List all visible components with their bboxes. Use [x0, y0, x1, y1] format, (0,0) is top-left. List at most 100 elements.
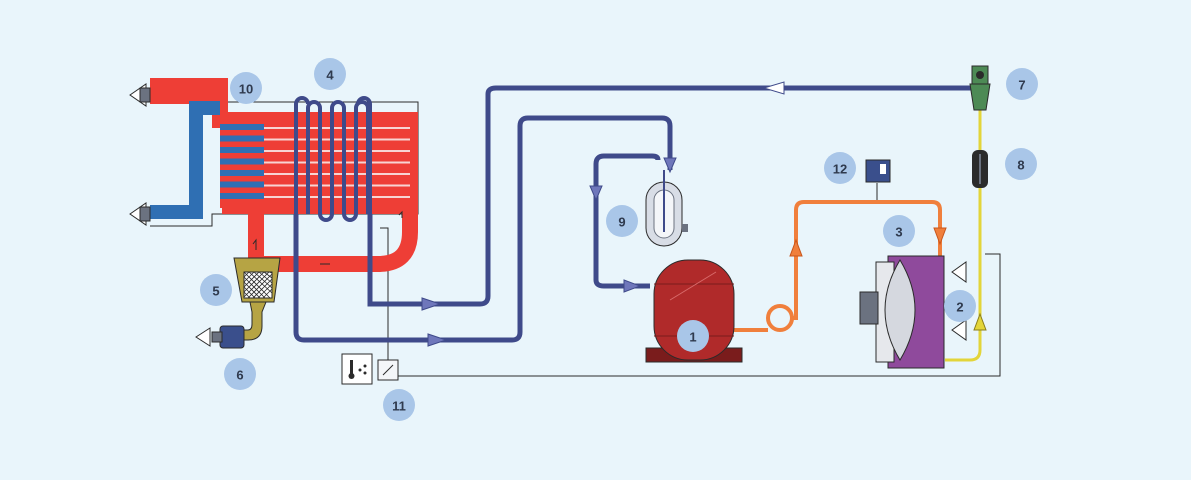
- badge-circle: [883, 215, 915, 247]
- air-marker-riser: [252, 238, 257, 250]
- hot-air-channel-divider: [264, 161, 410, 164]
- hot-air-channel-divider: [264, 127, 410, 129]
- compressor-shell: [653, 259, 735, 361]
- badge-circle: [1006, 68, 1038, 100]
- drain-valve-outlet: [211, 331, 223, 343]
- badge-label: 10: [239, 82, 253, 97]
- evaporator-coil: [294, 96, 372, 222]
- cold-air-fin: [220, 181, 264, 188]
- cold-air-fin: [220, 124, 264, 130]
- flow-arrow-compressor-in: [623, 279, 642, 293]
- flow-arrow-discharge: [789, 238, 803, 257]
- cold-air-path: [150, 101, 410, 219]
- badge-drain-valve: 6: [224, 358, 256, 390]
- compressor-highlight: [669, 271, 717, 301]
- cold-air-fins: [220, 124, 410, 199]
- control-wiring: [380, 183, 1001, 377]
- cold-air-fin: [220, 193, 264, 199]
- badge-condenser: 3: [883, 215, 915, 247]
- badge-air-to-air-exchanger: 10: [230, 72, 262, 104]
- pressure-switch-body: [865, 159, 891, 183]
- badge-circle: [944, 290, 976, 322]
- evaporator-coil-ends: [294, 96, 372, 214]
- filter-drier: [972, 150, 988, 188]
- expansion-valve-body: [969, 83, 991, 111]
- hatch-line: [243, 271, 255, 283]
- flow-arrow-separator-in: [663, 157, 677, 174]
- badge-label: 1: [689, 330, 696, 345]
- badge-label: 9: [618, 215, 625, 230]
- hot-air-channel-divider: [264, 184, 410, 187]
- compressor: [645, 259, 743, 363]
- badge-circle: [677, 320, 709, 352]
- air-inlet-flange: [139, 87, 151, 103]
- hatch-line: [252, 278, 273, 299]
- air-connections: [129, 83, 151, 226]
- hatch-line: [243, 271, 271, 299]
- badge-circle: [1005, 148, 1037, 180]
- hot-air-channel-divider: [264, 196, 410, 198]
- cold-air-channel: [150, 101, 220, 219]
- expansion-valve-port: [976, 71, 984, 79]
- hatch-line: [248, 271, 273, 294]
- badge-dewpoint-controller: 11: [383, 389, 415, 421]
- hatch-line: [253, 271, 273, 289]
- droplet-1: [358, 368, 362, 372]
- hatch-line: [243, 271, 265, 293]
- suction-line: [293, 85, 975, 343]
- evaporator-coil-tube: [306, 100, 370, 222]
- pressure-switch: [865, 159, 891, 183]
- flow-arrow-suction-low: [427, 333, 448, 347]
- badge-separator: 5: [200, 274, 232, 306]
- hatch-line: [263, 271, 273, 279]
- pressure-switch-window: [880, 164, 886, 174]
- dewpoint-controller: [341, 353, 399, 385]
- badge-label: 2: [956, 300, 963, 315]
- badge-label: 12: [833, 162, 847, 177]
- badge-condenser-fan: 2: [944, 290, 976, 322]
- badge-circle: [606, 205, 638, 237]
- badge-circle: [224, 358, 256, 390]
- badge-label: 11: [392, 399, 406, 414]
- cold-air-fin: [220, 170, 264, 176]
- badge-circle: [230, 72, 262, 104]
- cold-air-fin: [220, 158, 264, 165]
- hot-air-riser: [248, 206, 264, 266]
- droplet-2: [363, 364, 367, 368]
- separator-filter-hatch: [243, 271, 273, 299]
- hatch-line: [243, 271, 270, 298]
- expansion-valve: [969, 65, 991, 111]
- condenser-unit: [859, 255, 967, 369]
- separator-vessel-port: [682, 224, 688, 232]
- badge-label: 8: [1017, 158, 1024, 173]
- thermometer-stem: [350, 360, 353, 374]
- air-outlet-flange: [139, 206, 151, 222]
- hot-air-channel-divider: [264, 173, 410, 175]
- hatch-line: [268, 271, 273, 274]
- liquid-line: [945, 96, 982, 362]
- hatch-line: [243, 286, 256, 299]
- drain-outlet-arrow-icon: [195, 327, 211, 347]
- thermometer-droplets-icon: [341, 353, 373, 385]
- suction-line-to-compressor: [593, 153, 661, 289]
- discharge-line: [730, 200, 942, 332]
- suction-line-to-separator: [293, 115, 673, 343]
- badge-pressure-switch: 12: [824, 152, 856, 184]
- water-separator: [233, 257, 281, 341]
- drain-valve: [195, 325, 245, 349]
- badge-circle: [314, 58, 346, 90]
- hatch-line: [262, 288, 273, 299]
- droplet-3: [363, 371, 367, 375]
- hatch-line: [243, 271, 260, 288]
- control-wire-sensor: [380, 227, 389, 360]
- air-inlet-duct: [150, 84, 222, 104]
- liquid-separator-vessel: [645, 170, 688, 247]
- badge-label: 6: [236, 368, 243, 383]
- flow-arrow-separator-out: [589, 185, 603, 202]
- dewpoint-sensor-needle: [382, 364, 394, 376]
- badge-circle: [383, 389, 415, 421]
- flow-arrow-liquid: [973, 312, 987, 331]
- badge-heat-exchanger: 4: [314, 58, 346, 90]
